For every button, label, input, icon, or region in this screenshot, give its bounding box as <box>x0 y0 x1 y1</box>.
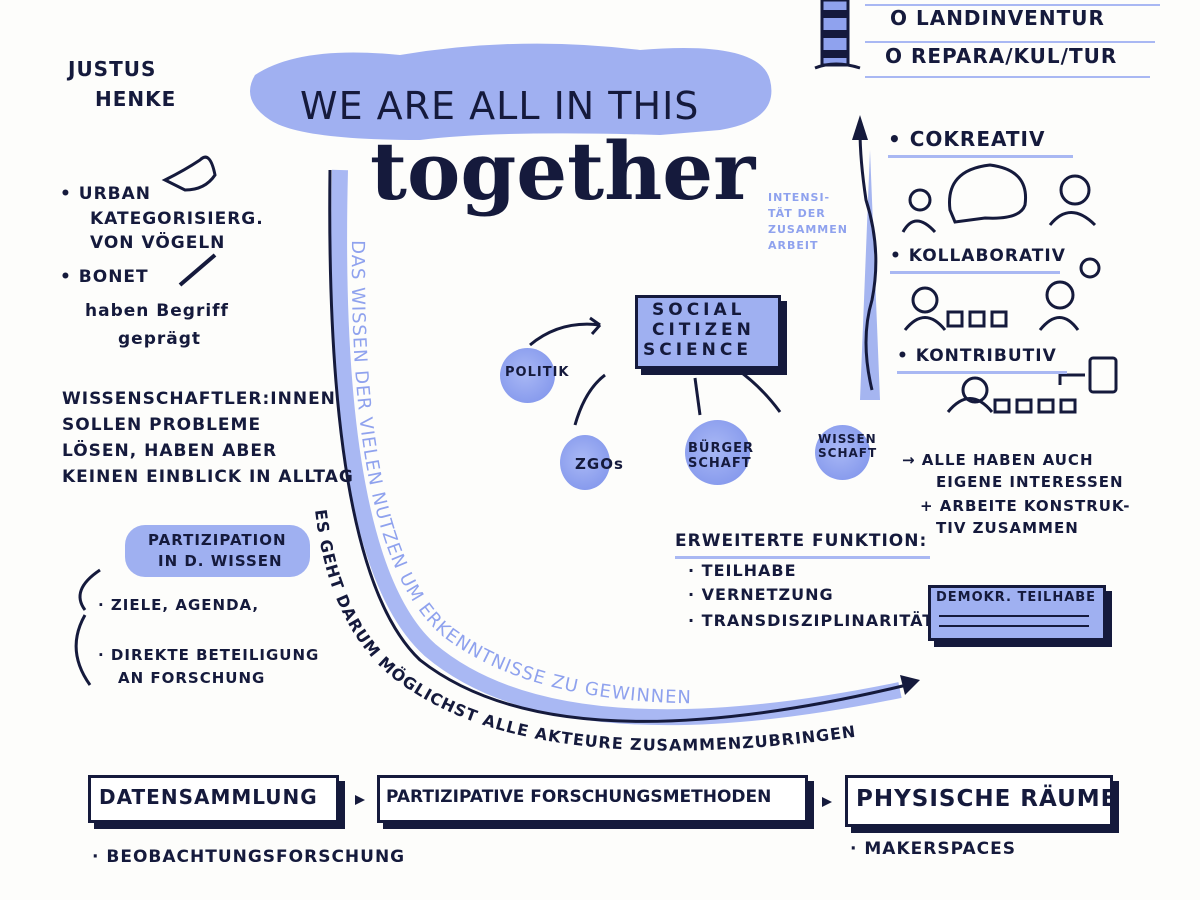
participation-title-1: Partizipation <box>148 531 287 549</box>
note-urban-2: Kategorisierg. <box>90 209 264 229</box>
functions-title: Erweiterte Funktion: <box>675 531 930 559</box>
interests-3: + arbeite konstruk- <box>920 497 1131 515</box>
top-right-item-1: o Landinventur <box>890 6 1105 30</box>
participation-item-1: · Ziele, Agenda, <box>98 596 260 614</box>
step-label: Datensammlung <box>99 785 318 809</box>
intensity-label-2: tät der <box>768 207 826 220</box>
note-scientists-2: sollen Probleme <box>62 415 262 435</box>
note-scientists-4: keinen Einblick in Alltag <box>62 467 354 487</box>
demokr-teilhabe-card: Demokr. Teilhabe <box>928 585 1106 641</box>
note-beobachtungsforschung: · Beobachtungsforschung <box>92 847 406 867</box>
step-partizipative-methoden: Partizipative Forschungsmethoden <box>377 775 808 823</box>
top-right-item-2: o Repara/kul/tur <box>885 44 1118 68</box>
arc-black <box>328 169 916 723</box>
level-cokreativ: • Cokreativ <box>888 128 1073 158</box>
actor-politik: Politik <box>505 365 570 380</box>
step-physische-raeume: Physische Räume <box>845 775 1116 827</box>
interests-4: tiv zusammen <box>936 519 1079 537</box>
function-item-2: · Vernetzung <box>688 585 834 604</box>
intensity-label-4: arbeit <box>768 239 819 252</box>
title-cloud <box>250 43 772 140</box>
social-citizen-science-box: Social Citizen Science <box>635 295 781 369</box>
participation-title-2: in d. Wissen <box>158 552 283 570</box>
intensity-label-1: Intensi- <box>768 191 831 204</box>
note-urban-3: von Vögeln <box>90 233 226 253</box>
note-scientists-1: Wissenschaftler:innen <box>62 389 336 409</box>
card-line <box>939 625 1089 627</box>
intensity-label-3: Zusammen <box>768 223 848 236</box>
arc-blue <box>331 169 902 726</box>
arc-arrowhead <box>900 675 920 695</box>
note-urban-1: • Urban <box>60 184 152 204</box>
participation-highlight <box>125 525 310 577</box>
title-line1: We are all in this <box>300 84 700 128</box>
author-name-line2: Henke <box>95 87 177 111</box>
interests-1: → Alle haben auch <box>902 451 1094 469</box>
participation-item-2: · Direkte Beteiligung <box>98 646 320 664</box>
author-name-line1: Justus <box>68 57 157 81</box>
interests-2: eigene Interessen <box>936 473 1124 491</box>
lighthouse-icon <box>814 0 861 70</box>
bird-icon <box>161 155 217 192</box>
participation-item-3: an Forschung <box>118 669 266 687</box>
actor-dot-wissenschaft <box>815 425 870 480</box>
card-line <box>939 615 1089 617</box>
actor-wissenschaft: Wissen schaft <box>818 432 878 460</box>
step-label: Physische Räume <box>856 786 1118 812</box>
note-scientists-3: lösen, haben aber <box>62 441 278 461</box>
level-kollaborativ: • Kollaborativ <box>890 246 1065 274</box>
step-datensammlung: Datensammlung <box>88 775 339 823</box>
note-bonet: • Bonet <box>60 267 149 287</box>
actor-dot-buergerschaft <box>685 420 750 485</box>
box-line-1: Social <box>652 300 746 320</box>
level-kontributiv: • Kontributiv <box>897 346 1067 374</box>
actor-buergerschaft: Bürger schaft <box>688 441 755 471</box>
actor-dot-politik <box>500 348 555 403</box>
box-line-2: Citizen <box>652 320 755 340</box>
box-line-3: Science <box>643 340 752 360</box>
note-makerspaces: · Makerspaces <box>850 839 1016 859</box>
function-item-3: · Transdisziplinarität <box>688 611 935 630</box>
actor-dot-zgos <box>560 435 610 490</box>
step-label: Partizipative Forschungsmethoden <box>386 787 772 807</box>
pen-icon <box>178 253 217 287</box>
function-item-1: · Teilhabe <box>688 561 797 580</box>
actor-zgos: ZGOs <box>575 455 624 473</box>
title-line2: together <box>370 124 756 218</box>
note-bonet-sub-2: geprägt <box>118 329 202 349</box>
people-icons <box>901 163 1118 414</box>
note-bonet-sub-1: haben Begriff <box>85 301 229 321</box>
card-title: Demokr. Teilhabe <box>936 590 1097 605</box>
